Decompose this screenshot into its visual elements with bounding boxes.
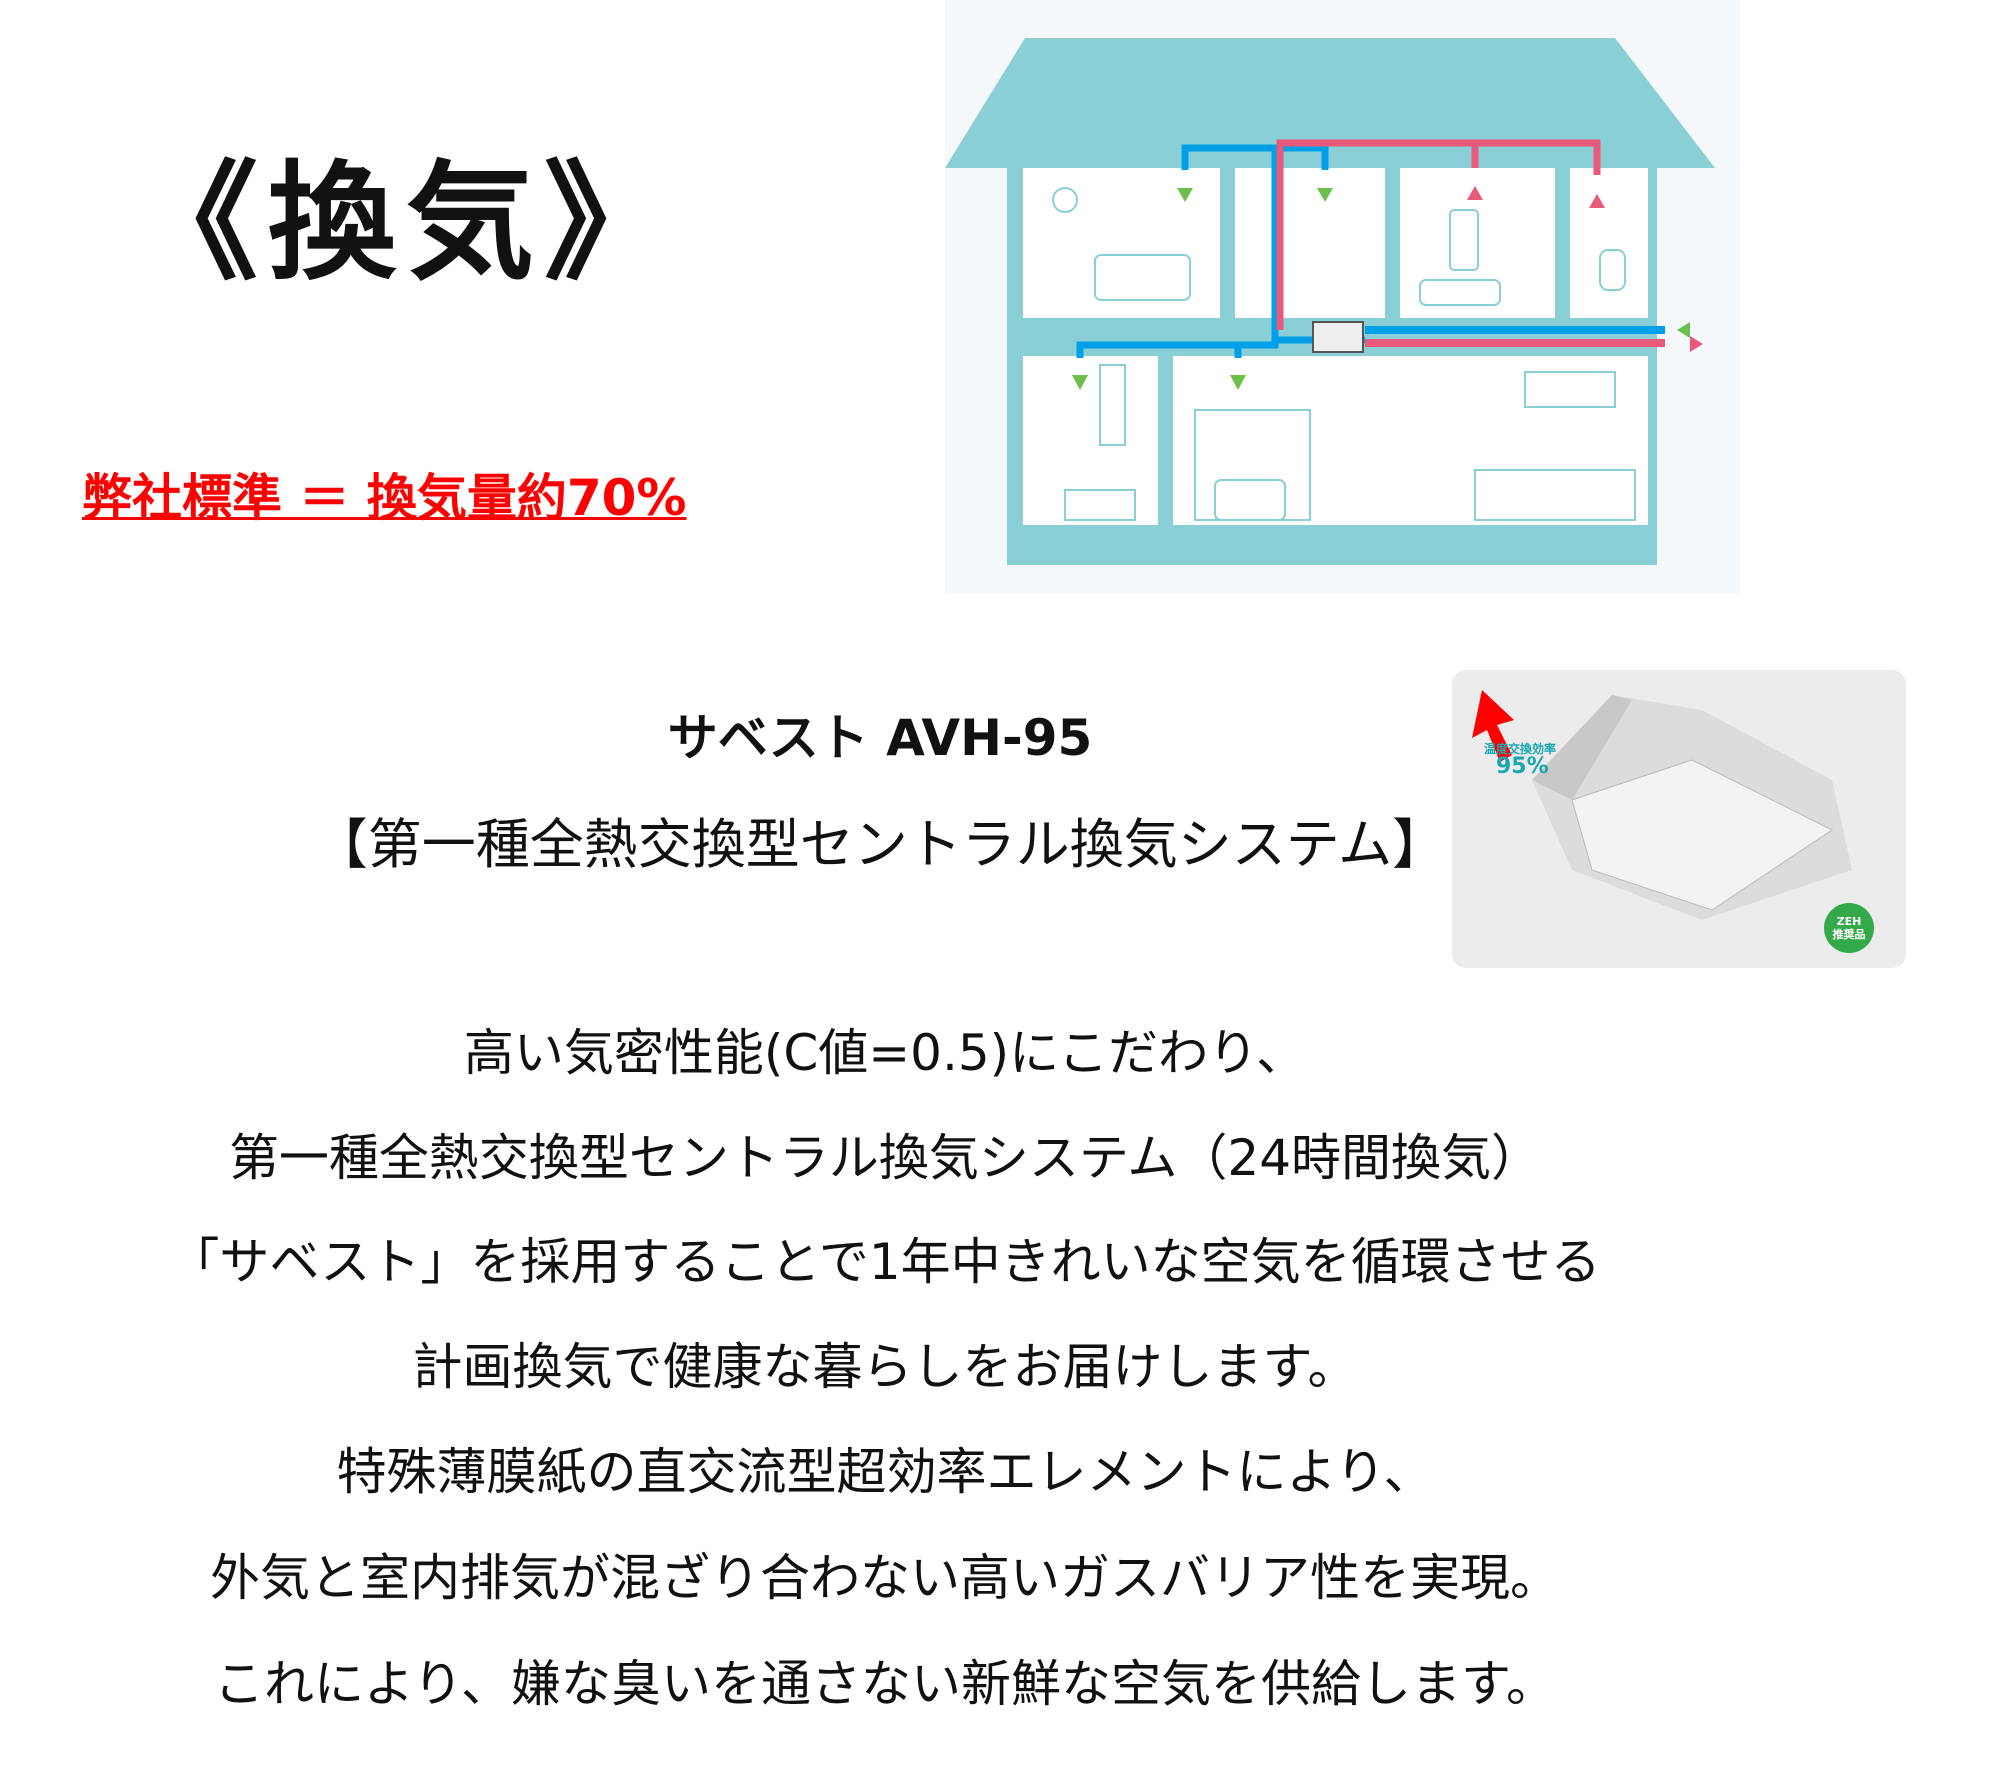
badge-line2: 推奨品 <box>1832 928 1866 941</box>
standard-ventilation-note: 弊社標準 ＝ 換気量約70% <box>82 469 687 527</box>
efficiency-label: 温度交換効率 <box>1484 742 1557 756</box>
ventilation-unit-icon <box>1472 690 1852 920</box>
house-icon <box>945 38 1715 565</box>
body-line: 特殊薄膜紙の直交流型超効率エレメントにより、 <box>336 1443 1434 1501</box>
body-line: 高い気密性能(C値=0.5)にこだわり、 <box>463 1024 1307 1082</box>
body-line: 第一種全熱交換型セントラル換気システム（24時間換気） <box>228 1129 1542 1187</box>
page-title: 《換気》 <box>130 149 683 298</box>
body-line: これにより、嫌な臭いを通さない新鮮な空気を供給します。 <box>214 1655 1556 1713</box>
house-ventilation-diagram <box>945 0 1740 593</box>
product-name: サベスト AVH-95 <box>667 709 1093 767</box>
efficiency-value: 95% <box>1496 754 1549 779</box>
zeh-badge: ZEH 推奨品 <box>1824 903 1874 953</box>
product-photo: 温度交換効率 95% ZEH 推奨品 <box>1452 670 1906 968</box>
body-line: 外気と室内排気が混ざり合わない高いガスバリア性を実現。 <box>210 1549 1560 1607</box>
product-type: 【第一種全熱交換型セントラル換気システム】 <box>313 813 1447 876</box>
body-line: 計画換気で健康な暮らしをお届けします。 <box>412 1338 1358 1396</box>
body-line: 「サベスト」を採用することで1年中きれいな空気を循環させる <box>169 1233 1601 1291</box>
badge-line1: ZEH <box>1836 914 1862 928</box>
